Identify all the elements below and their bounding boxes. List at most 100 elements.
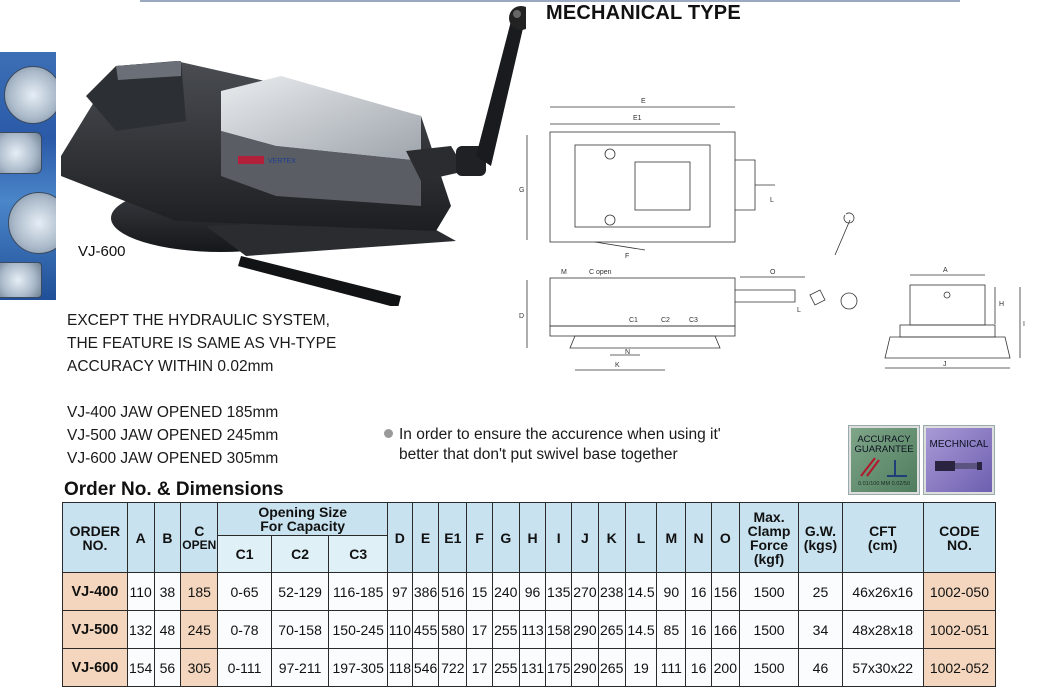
gauge-icon [860, 457, 907, 477]
table-cell: 17 [466, 610, 493, 649]
table-cell: 25 [798, 572, 843, 611]
table-cell: 238 [597, 572, 626, 611]
table-cell: 15 [466, 572, 493, 611]
col-header-letter: E [411, 502, 440, 573]
model-cell: VJ-600 [62, 648, 128, 687]
col-header-cft: CFT(cm) [841, 502, 924, 573]
note-line: In order to ensure the accurence when us… [399, 426, 721, 443]
table-cell: 1500 [738, 648, 800, 687]
table-cell: 16 [685, 610, 712, 649]
table-cell: 132 [126, 610, 155, 649]
col-header-letter: H [518, 502, 547, 573]
dim-label: D [519, 313, 524, 320]
dim-label: E [641, 98, 646, 105]
badge-title: MECHNICAL [929, 439, 989, 450]
col-header-letter: G [491, 502, 520, 573]
table-cell: 52-129 [270, 572, 330, 611]
table-cell: 154 [126, 648, 155, 687]
col-header-a: A [126, 502, 155, 573]
dim-label: I [1023, 321, 1025, 328]
table-cell: 96 [518, 572, 547, 611]
table-cell: 46x26x16 [841, 572, 924, 611]
table-cell: 546 [411, 648, 440, 687]
table-cell: 38 [153, 572, 182, 611]
table-cell: 1500 [738, 610, 800, 649]
c-open-cell: 245 [180, 610, 219, 649]
vise-photo: VERTEX [61, 6, 526, 306]
technical-drawing: E E1 G F L M C open O C1 C2 C3 D N K L A… [519, 98, 1025, 371]
col-header-letter: E1 [438, 502, 468, 573]
table-cell: 240 [491, 572, 520, 611]
table-cell: 722 [438, 648, 468, 687]
table-cell: 57x30x22 [841, 648, 924, 687]
code-cell: 1002-051 [922, 610, 997, 649]
top-view-outline [549, 131, 736, 243]
dim-label: C1 [629, 317, 638, 324]
dim-label: C2 [661, 317, 670, 324]
table-cell: 455 [411, 610, 440, 649]
feature-line: ACCURACY WITHIN 0.02mm [67, 358, 274, 375]
table-cell: 110 [387, 610, 413, 649]
table-cell: 0-111 [217, 648, 272, 687]
table-cell: 1500 [738, 572, 800, 611]
table-cell: 111 [656, 648, 687, 687]
table-cell: 85 [656, 610, 687, 649]
dim-label: G [519, 187, 524, 194]
table-cell: 48 [153, 610, 182, 649]
table-cell: 16 [685, 648, 712, 687]
dim-label: A [943, 267, 948, 274]
table-cell: 270 [571, 572, 599, 611]
feature-line: EXCEPT THE HYDRAULIC SYSTEM, [67, 312, 330, 329]
col-header-letter: J [571, 502, 599, 573]
table-cell: 166 [710, 610, 740, 649]
table-cell: 97 [387, 572, 413, 611]
table-cell: 16 [685, 572, 712, 611]
table-cell: 19 [624, 648, 658, 687]
table-cell: 175 [545, 648, 573, 687]
table-cell: 118 [387, 648, 413, 687]
end-view-outline [909, 284, 986, 326]
usage-note: In order to ensure the accurence when us… [384, 425, 721, 465]
vise-handle [476, 21, 524, 166]
table-cell: 516 [438, 572, 468, 611]
dim-label: J [943, 361, 947, 368]
table-cell: 290 [571, 610, 599, 649]
dim-label: C open [589, 269, 612, 276]
col-header-c3: C3 [328, 535, 389, 573]
table-cell: 0-65 [217, 572, 272, 611]
page-heading: MECHANICAL TYPE [546, 2, 741, 24]
dim-label: H [999, 301, 1004, 308]
table-cell: 580 [438, 610, 468, 649]
top-rule [140, 0, 960, 2]
col-header-letter: O [710, 502, 740, 573]
table-cell: 56 [153, 648, 182, 687]
col-header-gross-weight: G.W.(kgs) [798, 502, 843, 573]
table-cell: 265 [597, 648, 626, 687]
dim-label: F [625, 253, 629, 260]
badge-subtext: 0.01/100 MM 0.02/50 [858, 481, 910, 487]
feature-line: THE FEATURE IS SAME AS VH-TYPE [67, 335, 337, 352]
table-cell: 386 [411, 572, 440, 611]
jaw-line: VJ-400 JAW OPENED 185mm [67, 404, 279, 421]
table-cell: 110 [126, 572, 155, 611]
dim-label: M [561, 269, 567, 276]
table-cell: 265 [597, 610, 626, 649]
table-cell: 97-211 [270, 648, 330, 687]
order-dimensions-title: Order No. & Dimensions [64, 479, 284, 500]
table-cell: 90 [656, 572, 687, 611]
dim-label: C3 [689, 317, 698, 324]
table-cell: 156 [710, 572, 740, 611]
jaw-line: VJ-500 JAW OPENED 245mm [67, 427, 279, 444]
table-cell: 48x28x18 [841, 610, 924, 649]
model-cell: VJ-400 [62, 572, 128, 611]
col-header-letter: L [624, 502, 658, 573]
col-header-letter: M [656, 502, 687, 573]
screw-icon [935, 461, 982, 471]
jaw-opening-text: VJ-400 JAW OPENED 185mm VJ-500 JAW OPENE… [67, 401, 278, 470]
table-cell: 70-158 [270, 610, 330, 649]
table-cell: 150-245 [328, 610, 389, 649]
